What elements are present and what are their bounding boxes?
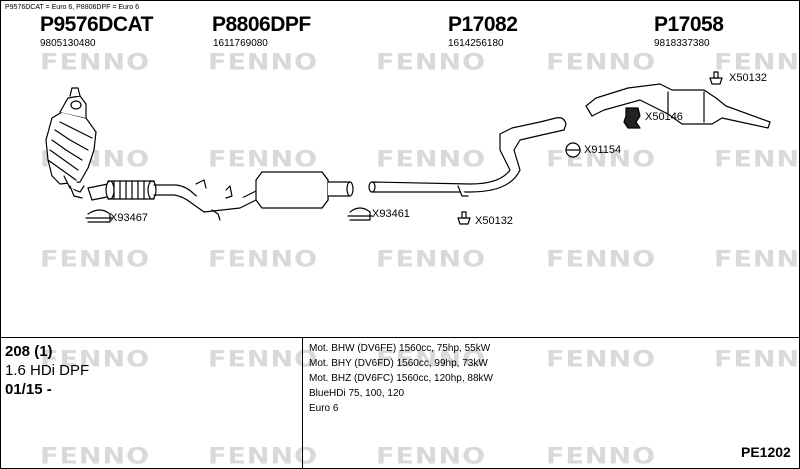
hanger-x50132-upper [709, 71, 723, 85]
motor-line: Mot. BHZ (DV6FC) 1560cc, 120hp, 88kW [309, 373, 493, 384]
header-note: P9576DCAT = Euro 6, P8806DPF = Euro 6 [5, 4, 139, 11]
motor-line: Euro 6 [309, 403, 339, 414]
footer-column-divider [302, 337, 303, 469]
rear-silencer-part [585, 83, 771, 129]
part-code: P17058 [654, 13, 724, 36]
motor-line: Mot. BHY (DV6FD) 1560cc, 99hp, 73kW [309, 358, 488, 369]
clamp-x91154 [565, 142, 581, 158]
clamp-x93467 [85, 209, 113, 223]
clamp-x93461 [347, 207, 373, 221]
part-oem-number: 1614256180 [448, 38, 504, 49]
rubber-mount-x50146 [623, 107, 641, 129]
exhaust-system-drawing [45, 71, 771, 225]
vehicle-engine: 1.6 HDi DPF [5, 362, 90, 379]
clamp-label: X91154 [584, 144, 622, 156]
clamp-label: X50146 [645, 111, 683, 123]
part-oem-number: 1611769080 [213, 38, 268, 49]
dpf-silencer-part [255, 171, 354, 209]
part-oem-number: 9818337380 [654, 38, 710, 49]
vehicle-date: 01/15 - [5, 381, 52, 398]
hanger-x50132-lower [457, 211, 471, 225]
part-code: P17082 [448, 13, 518, 36]
clamp-label: X50132 [729, 72, 767, 84]
motor-line: BlueHDi 75, 100, 120 [309, 388, 405, 399]
footer-divider [0, 337, 800, 338]
clamp-label: X50132 [475, 215, 513, 227]
part-oem-number: 9805130480 [40, 38, 96, 49]
flex-pipe [87, 180, 157, 201]
part-code: P9576DCAT [40, 13, 154, 36]
middle-pipe-part [368, 117, 567, 197]
front-pipe-part [153, 179, 261, 221]
vehicle-model: 208 (1) [5, 343, 53, 360]
motor-line: Mot. BHW (DV6FE) 1560cc, 75hp, 55kW [309, 343, 491, 354]
clamp-label: X93467 [110, 212, 148, 224]
catalytic-converter-part [45, 87, 97, 199]
clamp-label: X93461 [372, 208, 410, 220]
part-code: P8806DPF [212, 13, 311, 36]
reference-code: PE1202 [741, 444, 791, 460]
